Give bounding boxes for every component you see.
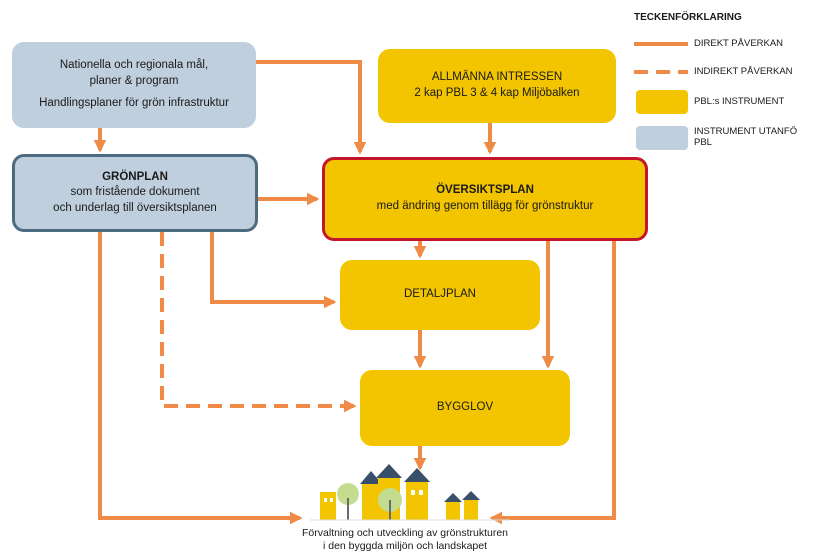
arrow-national-to-oversiktsplan (256, 60, 367, 155)
arrow-gronplan-to-bottom (98, 232, 303, 525)
national-line3: Handlingsplaner för grön infrastruktur (39, 97, 229, 110)
legend-direct-label: DIREKT PÅVERKAN (694, 38, 784, 49)
bygglov-box: BYGGLOV (360, 370, 570, 446)
bottom-caption: Förvaltning och utveckling av grönstrukt… (260, 527, 550, 553)
building-2 (362, 484, 380, 520)
roof-1 (360, 471, 382, 484)
general-interests-subtitle: 2 kap PBL 3 & 4 kap Miljöbalken (414, 87, 580, 99)
building-window-4 (419, 490, 423, 495)
legend-outside-line1: INSTRUMENT UTANFÖ (694, 126, 798, 137)
building-5 (446, 502, 460, 520)
oversiktsplan-box: ÖVERSIKTSPLAN med ändring genom tillägg … (322, 157, 648, 241)
bygglov-title: BYGGLOV (436, 401, 494, 414)
legend-indirect-label: INDIREKT PÅVERKAN (694, 66, 793, 77)
legend-outside-swatch (636, 126, 688, 150)
building-1 (320, 492, 336, 520)
national-goals-box: Nationella och regionala mål, planer & p… (12, 42, 256, 128)
building-4 (406, 482, 428, 520)
gronplan-box: GRÖNPLAN som fristående dokument och und… (12, 154, 258, 232)
gronplan-line1: som fristående dokument (70, 186, 200, 199)
arrow-gronplan-indirect-to-bygglov (160, 232, 357, 413)
oversiktsplan-subtitle: med ändring genom tillägg för grönstrukt… (376, 200, 594, 212)
legend-pbl-swatch (636, 90, 688, 114)
building-window-2 (330, 498, 333, 502)
roof-2 (376, 464, 402, 478)
general-interests-title: ALLMÄNNA INTRESSEN (431, 71, 563, 84)
bottom-caption-line1: Förvaltning och utveckling av grönstrukt… (301, 527, 509, 539)
legend-title: TECKENFÖRKLARING (634, 12, 742, 23)
tree-trunk-2 (389, 500, 391, 520)
national-line2: planer & program (89, 74, 179, 87)
arrow-gronplan-to-detaljplan (210, 232, 337, 309)
legend-outside-label: INSTRUMENT UTANFÖ PBL (694, 126, 797, 149)
oversiktsplan-title: ÖVERSIKTSPLAN (436, 184, 534, 197)
bottom-caption-line2: i den byggda miljön och landskapet (322, 540, 488, 553)
tree-trunk-1 (347, 498, 349, 520)
detaljplan-title: DETALJPLAN (403, 288, 476, 301)
legend-outside-line2: PBL (694, 137, 712, 149)
general-interests-box: ALLMÄNNA INTRESSEN 2 kap PBL 3 & 4 kap M… (378, 49, 616, 123)
building-window-1 (324, 498, 327, 502)
building-window-3 (411, 490, 415, 495)
legend-pbl-label: PBL:s INSTRUMENT (694, 96, 785, 107)
gronplan-line2: och underlag till översiktsplanen (53, 201, 217, 214)
legend-lines (634, 42, 688, 74)
town-illustration (310, 464, 510, 521)
national-line1: Nationella och regionala mål, (59, 59, 209, 72)
roof-3 (404, 468, 430, 482)
arrow-oversiktsplan-to-bottom (489, 241, 616, 525)
gronplan-title: GRÖNPLAN (102, 170, 168, 183)
roof-5 (462, 491, 480, 500)
tree-1 (337, 483, 359, 505)
detaljplan-box: DETALJPLAN (340, 260, 540, 330)
roof-4 (444, 493, 462, 502)
building-6 (464, 500, 478, 520)
